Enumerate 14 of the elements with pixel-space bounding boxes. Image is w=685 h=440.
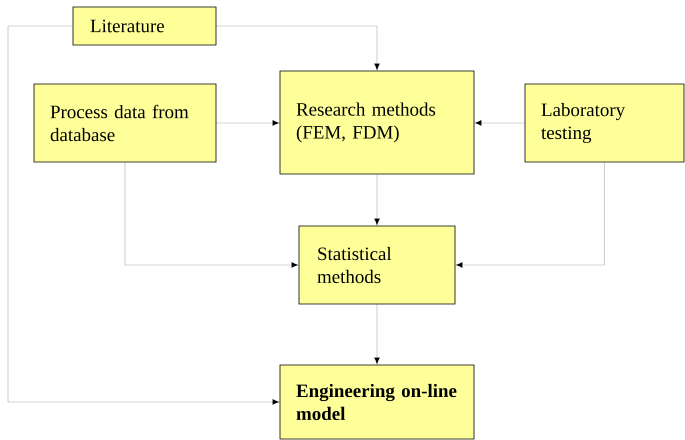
arrow (374, 304, 380, 364)
process-box: Literature (72, 6, 216, 46)
arrow (374, 174, 380, 225)
arrow (456, 162, 605, 268)
process-box: Engineering on-line model (280, 364, 474, 440)
process-box: Research methods (FEM, FDM) (280, 70, 474, 174)
process-box: Process data from database (34, 84, 216, 162)
arrow (216, 120, 279, 126)
arrow (124, 162, 298, 268)
process-box: Laboratory testing (524, 84, 684, 162)
arrow (8, 26, 279, 405)
arrow (216, 26, 380, 70)
process-box: Statistical methods (298, 226, 456, 304)
arrow (475, 120, 525, 126)
